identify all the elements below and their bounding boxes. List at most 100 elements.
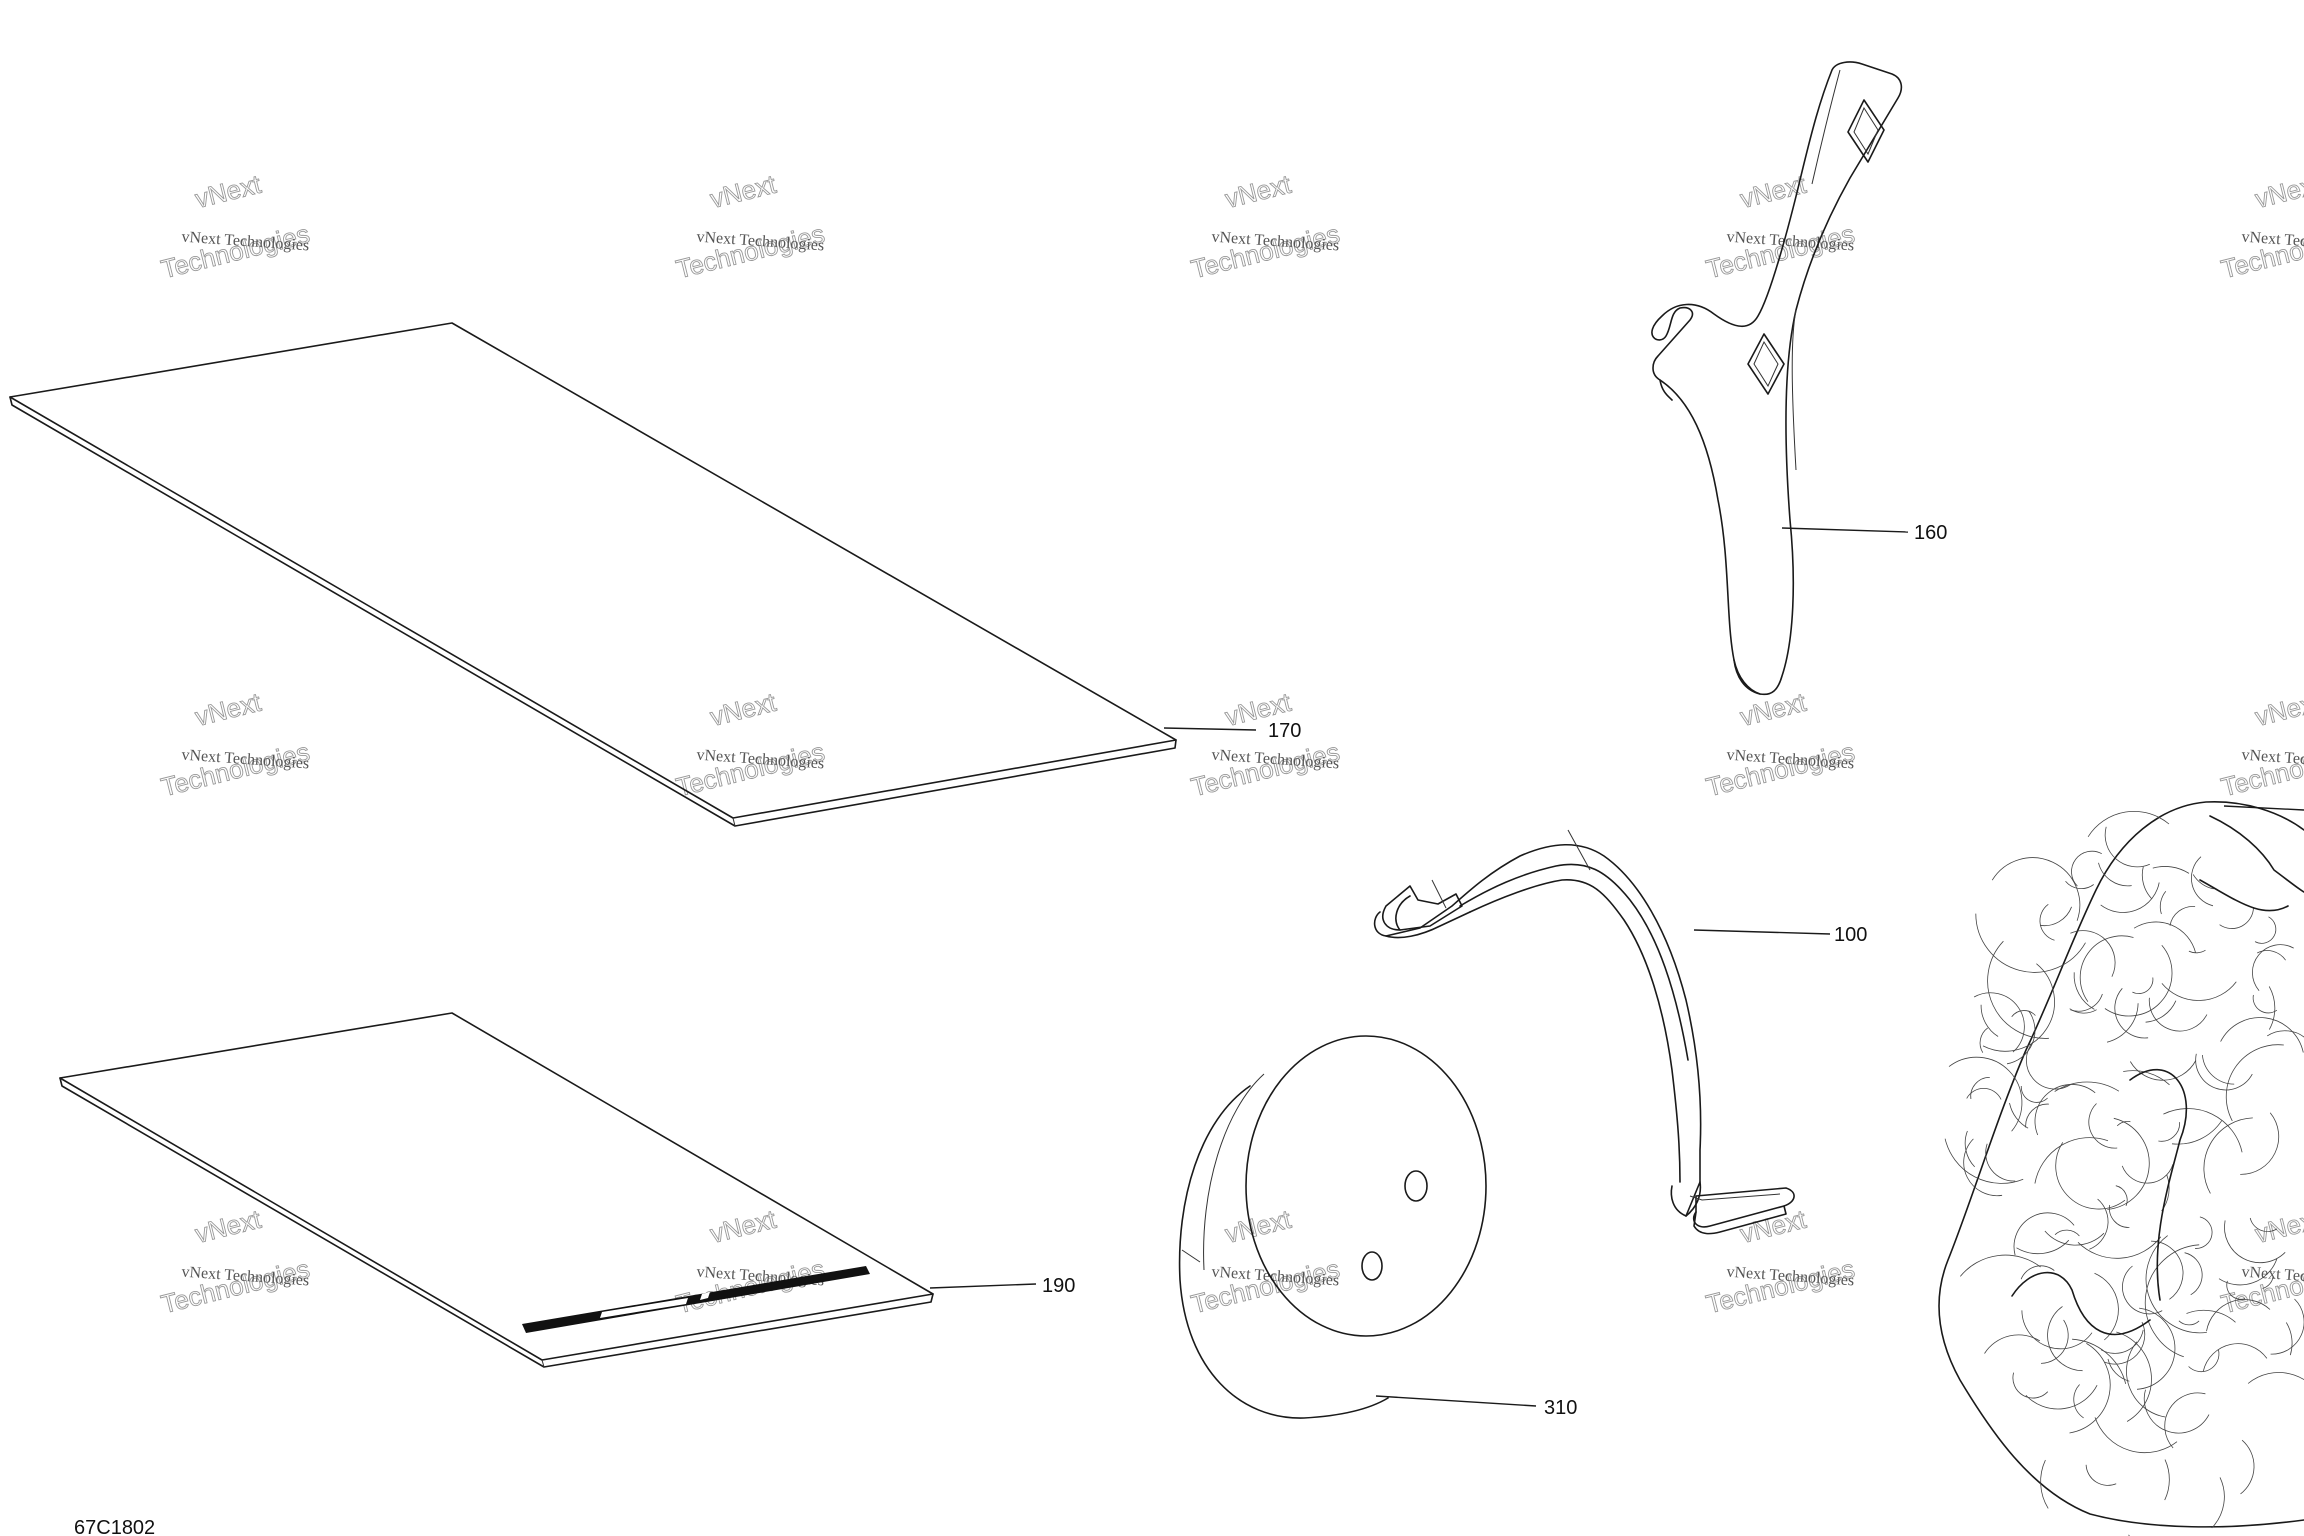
- mesh-line: [2020, 1085, 2048, 1103]
- mesh-line: [1979, 1027, 1988, 1053]
- mesh-line: [2202, 1343, 2268, 1372]
- mesh-line: [2109, 1204, 2130, 1228]
- leader-170: [1163, 727, 1257, 731]
- mesh-line: [2249, 1217, 2278, 1232]
- watermark-word: vNext: [1737, 169, 1809, 214]
- mesh-line: [2069, 1008, 2097, 1014]
- mesh-line: [1964, 1130, 1975, 1168]
- mesh-line: [2094, 1272, 2119, 1341]
- mesh-line: [2104, 945, 2173, 1017]
- mesh-line: [2191, 856, 2214, 907]
- callout-100: 100: [1834, 924, 1867, 946]
- mesh-line: [1984, 1334, 2041, 1354]
- mesh-line: [2268, 986, 2276, 1030]
- mesh-line: [2013, 1212, 2075, 1256]
- mesh-line: [2039, 906, 2072, 927]
- mesh-line: [2133, 921, 2196, 953]
- mesh-line: [1948, 1056, 2023, 1132]
- mesh-line: [2161, 1174, 2170, 1212]
- leader-310: [1375, 1395, 1537, 1407]
- mesh-line: [2219, 907, 2254, 929]
- mesh-line: [2087, 811, 2170, 838]
- mesh-line: [2240, 1112, 2280, 1175]
- mesh-line: [2148, 997, 2208, 1032]
- mesh-line: [2145, 1235, 2207, 1334]
- mesh-line: [2025, 1385, 2098, 1410]
- callout-170: 170: [1268, 720, 1301, 742]
- mesh-line: [2123, 1070, 2170, 1086]
- mesh-line: [2104, 826, 2150, 868]
- mesh-line: [1982, 963, 2055, 1052]
- mesh-line: [2034, 1137, 2109, 1184]
- mesh-line: [2016, 1239, 2070, 1255]
- watermark-word: vNext: [2252, 1204, 2304, 1249]
- mesh-line: [2254, 916, 2277, 944]
- leader-190: [929, 1283, 1037, 1289]
- mesh-line: [2077, 1236, 2162, 1259]
- mesh-line: [2169, 906, 2196, 926]
- mesh-line: [2116, 1121, 2131, 1127]
- mesh-line: [2039, 903, 2055, 941]
- watermark-word: vNext: [707, 1204, 779, 1249]
- mesh-line: [2225, 1044, 2284, 1122]
- mesh-line: [2164, 1392, 2206, 1449]
- callout-310: 310: [1544, 1397, 1577, 1419]
- mesh-wireframe: [1944, 811, 2304, 1536]
- mesh-line: [2071, 850, 2102, 887]
- mesh-line: [2203, 1117, 2253, 1194]
- mesh-line: [2100, 1329, 2144, 1354]
- mesh-line: [2094, 1417, 2178, 1454]
- mesh-line: [1980, 1004, 1999, 1037]
- mesh-line: [2262, 1276, 2274, 1289]
- mesh-line: [2021, 1310, 2093, 1350]
- part-190-manual: [59, 1012, 934, 1368]
- mesh-line: [2158, 1122, 2181, 1142]
- watermark-word: Technologies: [2218, 219, 2304, 285]
- mesh-line: [2184, 1252, 2203, 1296]
- mesh-line: [2055, 1142, 2126, 1210]
- mesh-line: [2116, 1331, 2152, 1422]
- mesh-line: [1987, 940, 2049, 1039]
- mesh-line: [2186, 1309, 2236, 1323]
- mesh-line: [2072, 1338, 2127, 1384]
- mesh-line: [1944, 1138, 2024, 1184]
- mesh-line: [2211, 1477, 2225, 1529]
- part-100-flexible-lamp: [1373, 829, 1795, 1235]
- mesh-line: [2220, 1017, 2304, 1053]
- leader-100: [1693, 929, 1831, 935]
- mesh-line: [2085, 1464, 2117, 1486]
- mesh-line: [2044, 1230, 2105, 1246]
- mesh-line: [2159, 890, 2167, 915]
- mesh-line: [2136, 1307, 2176, 1390]
- mesh-line: [2107, 1117, 2150, 1210]
- mesh-line: [2132, 977, 2154, 994]
- mesh-line: [2012, 1372, 2049, 1399]
- mesh-line: [2069, 1343, 2111, 1434]
- mesh-line: [2073, 972, 2095, 1010]
- watermark-word: vNext: [1222, 1204, 1294, 1249]
- mesh-line: [2020, 1265, 2055, 1280]
- mesh-line: [2100, 882, 2160, 913]
- mesh-line: [2266, 1030, 2304, 1038]
- mesh-line: [2104, 1321, 2146, 1365]
- mesh-line: [1970, 1076, 1990, 1100]
- mesh-line: [2114, 988, 2149, 1039]
- mesh-line: [2145, 1000, 2177, 1023]
- mesh-line: [2098, 862, 2132, 887]
- mesh-line: [2070, 930, 2116, 977]
- mesh-line: [2047, 1306, 2083, 1372]
- mesh-line: [2192, 874, 2214, 890]
- mesh-line: [2270, 1298, 2304, 1355]
- mesh-line: [2009, 1102, 2029, 1129]
- mesh-line: [2188, 949, 2206, 954]
- mesh-line: [2089, 1198, 2109, 1250]
